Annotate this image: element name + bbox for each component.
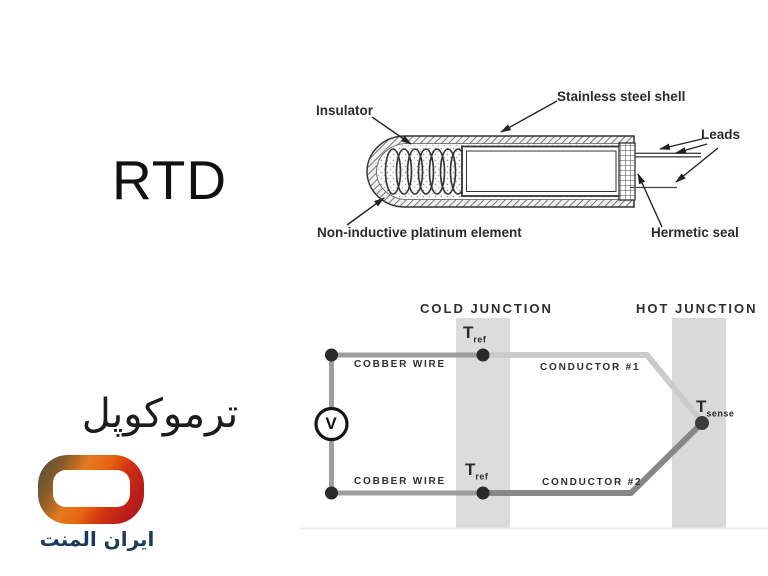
t-sense-main: T — [696, 397, 707, 416]
hot-junction-label: HOT JUNCTION — [636, 301, 758, 316]
thermocouple-diagram — [300, 318, 768, 530]
t-ref-label-bottom: Tref — [465, 460, 488, 481]
copper-wire-bottom-label: COBBER WIRE — [354, 476, 447, 487]
t-ref-main: T — [465, 460, 476, 479]
thermocouple-title-farsi: ترموکوپل — [81, 391, 239, 437]
conductor2-label: CONDUCTOR #2 — [542, 477, 643, 488]
insulator-label: Insulator — [316, 103, 374, 118]
probe-tube — [461, 145, 622, 197]
conductor2-wire — [483, 420, 705, 496]
platinum-element-label: Non-inductive platinum element — [317, 225, 522, 240]
t-sense-label: Tsense — [696, 397, 734, 418]
voltmeter-label: V — [325, 414, 337, 433]
hermetic-seal-label: Hermetic seal — [651, 225, 739, 240]
hermetic-seal-block — [618, 142, 636, 201]
stainless-steel-shell-label: Stainless steel shell — [557, 89, 686, 104]
rtd-probe-diagram — [346, 100, 719, 228]
iran-element-logo-icon — [38, 455, 144, 524]
annotation-arrows — [346, 100, 719, 228]
conductor1-label: CONDUCTOR #1 — [540, 362, 641, 373]
lead-wires — [630, 152, 701, 189]
copper-wire-top-label: COBBER WIRE — [354, 359, 447, 370]
voltmeter-circle — [314, 406, 349, 442]
junction-dots — [325, 348, 709, 500]
t-ref-main: T — [463, 323, 474, 342]
t-ref-subscript: ref — [475, 471, 489, 482]
t-ref-label-top: Tref — [463, 323, 486, 344]
t-ref-subscript: ref — [473, 334, 487, 345]
iran-element-logo-text: ایران المنت — [39, 527, 155, 551]
rtd-title: RTD — [112, 149, 228, 211]
t-sense-subscript: sense — [706, 408, 735, 419]
leads-label: Leads — [701, 127, 741, 142]
cold-junction-label: COLD JUNCTION — [420, 301, 553, 316]
conductor1-wire — [483, 352, 705, 424]
